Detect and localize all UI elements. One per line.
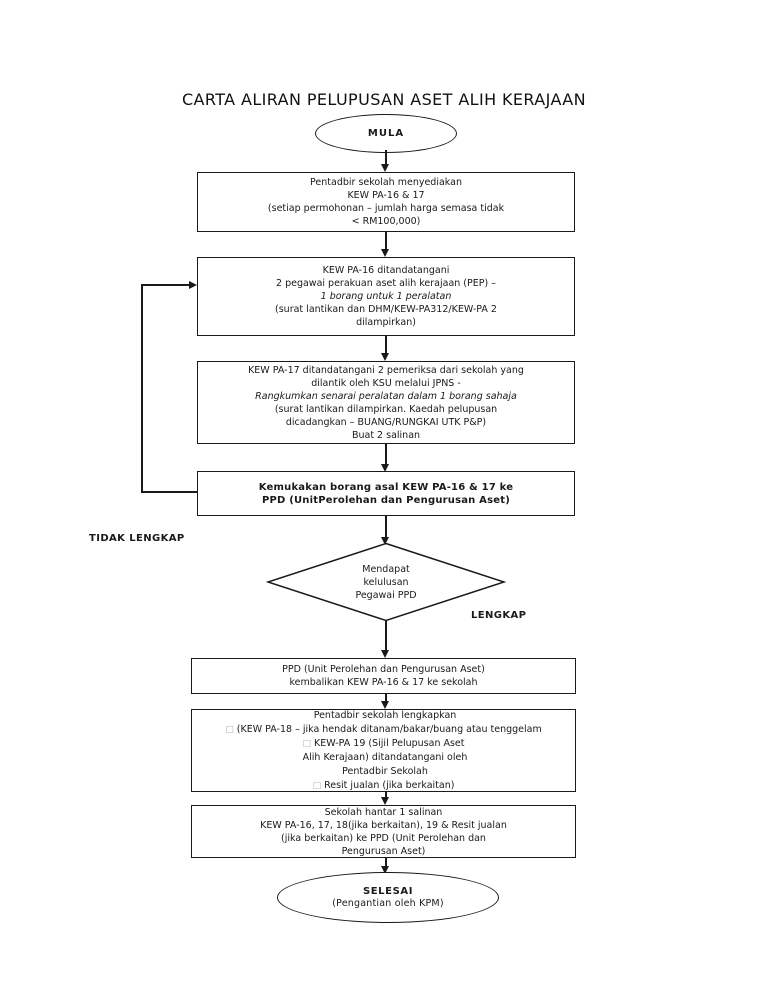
step-text-line: dilampirkan) bbox=[356, 317, 416, 328]
step-text-line: (surat lantikan dilampirkan. Kaedah pelu… bbox=[274, 403, 498, 415]
decision-text-line: Mendapat bbox=[362, 563, 410, 575]
step-text-line: Pengurusan Aset) bbox=[341, 845, 426, 857]
end-terminator: SELESAI (Pengantian oleh KPM) bbox=[277, 872, 499, 923]
step-prepare-kewpa16-17: Pentadbir sekolah menyediakan KEW PA-16 … bbox=[197, 172, 575, 232]
arrowhead-down-icon bbox=[381, 537, 389, 545]
step-text-line: KEW PA-16 & 17 bbox=[347, 190, 425, 201]
step-text-line: kembalikan KEW PA-16 & 17 ke sekolah bbox=[289, 677, 478, 688]
decision-text-line: Pegawai PPD bbox=[355, 589, 417, 601]
step-text-line: PPD (Unit Perolehan dan Pengurusan Aset) bbox=[282, 664, 485, 675]
step-text-line-italic: 1 borang untuk 1 peralatan bbox=[320, 291, 452, 302]
checkbox-tofu-icon: □ bbox=[302, 738, 311, 749]
page-title: CARTA ALIRAN PELUPUSAN ASET ALIH KERAJAA… bbox=[181, 90, 586, 109]
step-school-complete-checklist: Pentadbir sekolah lengkapkan □(KEW PA-18… bbox=[191, 709, 576, 792]
step-text-line: □(KEW PA-18 – jika hendak ditanam/bakar/… bbox=[225, 723, 542, 737]
step-text: Pentadbir Sekolah bbox=[342, 765, 428, 777]
connector-line bbox=[385, 516, 387, 538]
end-label: SELESAI bbox=[362, 886, 414, 897]
step-text-line: Sekolah hantar 1 salinan bbox=[324, 806, 443, 818]
decision-text: Mendapat kelulusan Pegawai PPD bbox=[306, 552, 466, 612]
connector-line bbox=[385, 444, 387, 465]
connector-line bbox=[385, 336, 387, 354]
connector-line bbox=[385, 232, 387, 250]
connector-line bbox=[385, 150, 387, 166]
step-text-line: Buat 2 salinan bbox=[351, 429, 421, 441]
feedback-line-top bbox=[141, 284, 190, 286]
step-ppd-return-forms: PPD (Unit Perolehan dan Pengurusan Aset)… bbox=[191, 658, 576, 694]
arrowhead-down-icon bbox=[381, 866, 389, 874]
connector-line bbox=[385, 694, 387, 702]
arrowhead-right-icon bbox=[189, 280, 197, 289]
checkbox-tofu-icon: □ bbox=[225, 724, 234, 735]
step-text: Pentadbir sekolah lengkapkan bbox=[313, 709, 457, 721]
step-text-line: □Resit jualan (jika berkaitan) bbox=[313, 779, 455, 793]
step-text-line-italic: Rangkumkan senarai peralatan dalam 1 bor… bbox=[255, 390, 517, 402]
step-kewpa16-signed: KEW PA-16 ditandatangani 2 pegawai perak… bbox=[197, 257, 575, 336]
step-text-line: □KEW-PA 19 (Sijil Pelupusan Aset bbox=[302, 737, 464, 751]
step-text-line: (jika berkaitan) ke PPD (Unit Perolehan … bbox=[281, 832, 486, 844]
step-text-line: Pentadbir Sekolah bbox=[339, 765, 428, 779]
step-school-send-copies: Sekolah hantar 1 salinan KEW PA-16, 17, … bbox=[191, 805, 576, 858]
start-label: MULA bbox=[367, 128, 405, 139]
arrowhead-down-icon bbox=[381, 701, 389, 709]
step-text-line: (surat lantikan dan DHM/KEW-PA312/KEW-PA… bbox=[275, 304, 497, 315]
step-text-line: (setiap permohonan – jumlah harga semasa… bbox=[267, 203, 505, 214]
start-terminator: MULA bbox=[315, 114, 457, 153]
step-text-line: dicadangkan – BUANG/RUNGKAI UTK P&P) bbox=[285, 416, 487, 428]
step-text-line: KEW PA-16 ditandatangani bbox=[322, 265, 450, 276]
connector-line bbox=[385, 621, 387, 652]
step-text-line: < RM100,000) bbox=[351, 216, 421, 227]
branch-label-not-complete: TIDAK LENGKAP bbox=[89, 533, 185, 544]
feedback-line-vertical bbox=[141, 284, 143, 493]
step-text: (KEW PA-18 – jika hendak ditanam/bakar/b… bbox=[236, 723, 542, 735]
step-text: Resit jualan (jika berkaitan) bbox=[324, 779, 455, 791]
step-text-line: Pentadbir sekolah menyediakan bbox=[310, 177, 462, 188]
step-text: Alih Kerajaan) ditandatangani oleh bbox=[302, 751, 468, 763]
connector-line bbox=[385, 792, 387, 798]
step-text-line: Alih Kerajaan) ditandatangani oleh bbox=[300, 751, 468, 765]
arrowhead-down-icon bbox=[381, 650, 389, 658]
step-text-line: 2 pegawai perakuan aset alih kerajaan (P… bbox=[276, 278, 496, 289]
step-text-line: PPD (UnitPerolehan dan Pengurusan Aset) bbox=[261, 494, 511, 506]
arrowhead-down-icon bbox=[381, 464, 389, 472]
step-text-line: KEW PA-17 ditandatangani 2 pemeriksa dar… bbox=[248, 364, 524, 376]
step-kewpa17-signed: KEW PA-17 ditandatangani 2 pemeriksa dar… bbox=[197, 361, 575, 444]
connector-line bbox=[385, 858, 387, 867]
step-text: KEW-PA 19 (Sijil Pelupusan Aset bbox=[314, 737, 465, 749]
step-submit-to-ppd: Kemukakan borang asal KEW PA-16 & 17 ke … bbox=[197, 471, 575, 516]
end-sublabel: (Pengantian oleh KPM) bbox=[332, 898, 444, 909]
arrowhead-down-icon bbox=[381, 164, 389, 172]
checkbox-tofu-icon: □ bbox=[312, 780, 322, 791]
feedback-line-bottom bbox=[141, 491, 197, 493]
arrowhead-down-icon bbox=[381, 797, 389, 805]
step-text-line: dilantik oleh KSU melalui JPNS - bbox=[311, 377, 461, 389]
step-text-line: KEW PA-16, 17, 18(jika berkaitan), 19 & … bbox=[260, 819, 507, 831]
arrowhead-down-icon bbox=[381, 249, 389, 257]
step-text-line: Pentadbir sekolah lengkapkan bbox=[311, 709, 457, 723]
arrowhead-down-icon bbox=[381, 353, 389, 361]
branch-label-complete: LENGKAP bbox=[471, 610, 527, 621]
decision-text-line: kelulusan bbox=[363, 576, 409, 588]
decision-diamond-shape bbox=[266, 542, 506, 622]
step-text-line: Kemukakan borang asal KEW PA-16 & 17 ke bbox=[258, 481, 514, 493]
